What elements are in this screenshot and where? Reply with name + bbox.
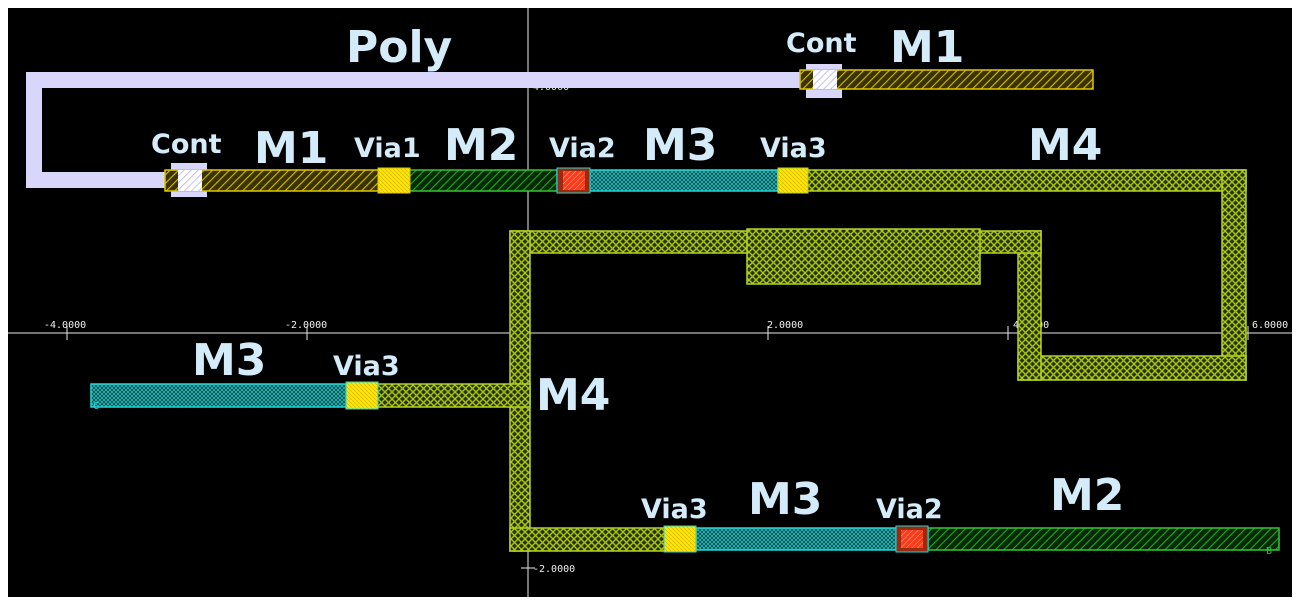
label-m1-left: M1 — [254, 123, 328, 174]
m3-left-strip — [90, 383, 379, 408]
cont-left — [178, 170, 202, 191]
via2-top-cut — [563, 171, 585, 190]
label-cont-top: Cont — [786, 28, 857, 59]
label-m3-bottom: M3 — [748, 474, 822, 525]
label-poly: Poly — [346, 22, 452, 73]
label-m4-top: M4 — [1028, 120, 1102, 171]
x-tick-label: 6.0000 — [1252, 320, 1288, 331]
pin-c: C — [93, 401, 99, 412]
via1 — [377, 167, 411, 194]
label-via1: Via1 — [354, 133, 421, 164]
label-via3-bottom: Via3 — [641, 494, 708, 525]
label-m3-left: M3 — [192, 335, 266, 386]
label-via3-left: Via3 — [333, 351, 400, 382]
y-tick-label: -2.0000 — [533, 564, 575, 575]
label-via3-top: Via3 — [760, 133, 827, 164]
via3-top — [777, 167, 809, 194]
m1-top-strip — [799, 69, 1094, 90]
poly-path — [26, 72, 816, 188]
label-via2-top: Via2 — [549, 133, 616, 164]
x-tick-label: -4.0000 — [44, 320, 86, 331]
via3-bottom — [663, 525, 697, 553]
via2-bottom-cut — [901, 530, 923, 548]
label-m2-bottom: M2 — [1050, 470, 1124, 521]
m3-top-strip — [556, 169, 808, 192]
m3-bottom-strip — [663, 527, 929, 551]
label-m4-mid: M4 — [536, 370, 610, 421]
pin-b: B — [1266, 546, 1272, 557]
label-via2-bottom: Via2 — [876, 494, 943, 525]
m2-bottom-strip — [895, 527, 1280, 551]
label-m3-top: M3 — [643, 120, 717, 171]
x-tick-label: 2.0000 — [767, 320, 803, 331]
x-tick-label: -2.0000 — [285, 320, 327, 331]
layout-background — [8, 8, 1292, 597]
via3-left — [345, 381, 379, 410]
label-m1-top: M1 — [890, 22, 964, 73]
m4-routing — [349, 169, 1247, 552]
label-cont-left: Cont — [151, 129, 222, 160]
cont-top — [813, 70, 837, 89]
label-m2-top: M2 — [444, 120, 518, 171]
